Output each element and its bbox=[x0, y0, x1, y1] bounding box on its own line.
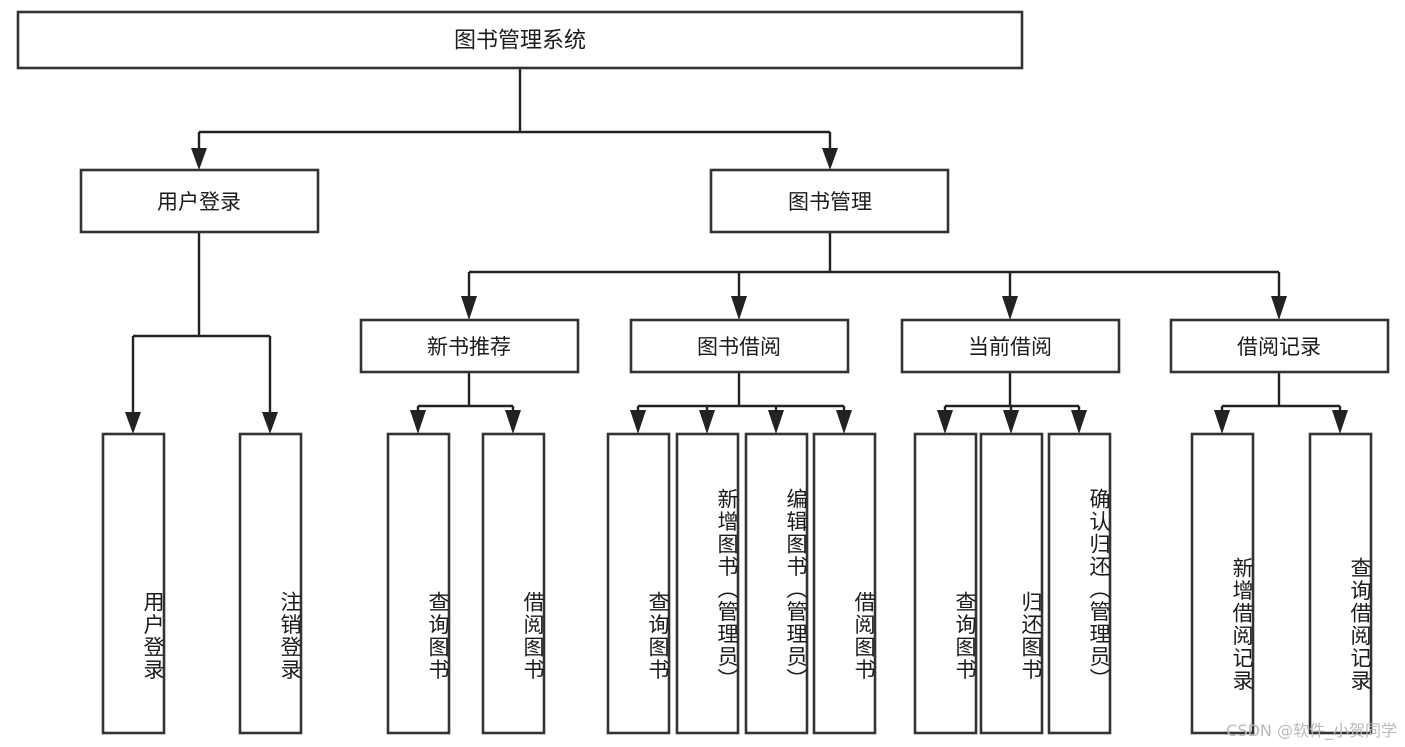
arrowhead-leaf-query-book-1 bbox=[410, 410, 426, 434]
leaf-label-borrow-book-1: 借阅图书 bbox=[521, 590, 545, 681]
leaf-box-query-book-3[interactable] bbox=[913, 432, 978, 735]
node-book-borrow[interactable]: 图书借阅 bbox=[629, 318, 850, 374]
arrowhead-leaf-query-book-2 bbox=[630, 410, 646, 434]
leaf-label-logout-login: 注销登录 bbox=[278, 590, 302, 681]
arrowhead-user-login bbox=[191, 148, 207, 170]
arrowhead-leaf-borrow-book-1 bbox=[505, 410, 521, 434]
node-new-book-recommend-label: 新书推荐 bbox=[427, 335, 511, 359]
leaf-box-borrow-book-2[interactable] bbox=[812, 432, 877, 735]
arrowhead-current-borrow bbox=[1002, 296, 1018, 320]
connector-group-new-book-recommend bbox=[410, 372, 521, 434]
arrowhead-book-borrow bbox=[731, 296, 747, 320]
watermark: CSDN @软件_小贺同学 bbox=[1226, 721, 1397, 740]
arrowhead-leaf-confirm-return bbox=[1071, 410, 1087, 434]
leaf-label-add-record: 新增借阅记录 bbox=[1230, 557, 1254, 692]
leaf-box-query-record[interactable] bbox=[1308, 432, 1373, 735]
connector-group-book-borrow bbox=[630, 372, 852, 434]
leaf-box-edit-book[interactable] bbox=[744, 432, 809, 735]
node-root-box[interactable] bbox=[16, 10, 1024, 70]
leaf-box-borrow-book-1[interactable] bbox=[481, 432, 546, 735]
leaf-label-query-book-2: 查询图书 bbox=[646, 590, 670, 681]
connector-group-book-management bbox=[461, 232, 1287, 320]
leaf-label-query-record: 查询借阅记录 bbox=[1348, 557, 1372, 692]
node-book-borrow-box[interactable] bbox=[629, 318, 850, 374]
node-new-book-recommend[interactable]: 新书推荐 bbox=[359, 318, 580, 374]
arrowhead-leaf-query-record bbox=[1332, 410, 1348, 434]
node-new-book-recommend-box[interactable] bbox=[359, 318, 580, 374]
leaf-box-query-book-2[interactable] bbox=[606, 432, 671, 735]
connector-group-current-borrow bbox=[937, 372, 1087, 434]
node-user-login-label: 用户登录 bbox=[157, 190, 241, 214]
node-borrow-record-box[interactable] bbox=[1169, 318, 1390, 374]
arrowhead-leaf-edit-book bbox=[768, 410, 784, 434]
arrowhead-leaf-user-login bbox=[125, 412, 141, 434]
arrowhead-leaf-borrow-book-2 bbox=[836, 410, 852, 434]
node-user-login[interactable]: 用户登录 bbox=[79, 168, 320, 234]
leaf-box-confirm-return[interactable] bbox=[1047, 432, 1112, 735]
node-current-borrow[interactable]: 当前借阅 bbox=[900, 318, 1121, 374]
leaf-box-add-record[interactable] bbox=[1190, 432, 1255, 735]
arrowhead-leaf-return-book bbox=[1003, 410, 1019, 434]
node-book-management-label: 图书管理 bbox=[788, 190, 872, 214]
arrowhead-leaf-query-book-3 bbox=[937, 410, 953, 434]
node-current-borrow-label: 当前借阅 bbox=[968, 335, 1052, 359]
node-book-borrow-label: 图书借阅 bbox=[697, 335, 781, 359]
node-borrow-record[interactable]: 借阅记录 bbox=[1169, 318, 1390, 374]
node-user-login-box[interactable] bbox=[79, 168, 320, 234]
node-root[interactable]: 图书管理系统 bbox=[16, 10, 1024, 70]
node-root-label: 图书管理系统 bbox=[454, 29, 586, 54]
arrowhead-leaf-add-record bbox=[1214, 410, 1230, 434]
arrowhead-book-management bbox=[822, 148, 838, 170]
arrowhead-new-book-recommend bbox=[461, 296, 477, 320]
leaf-label-confirm-return: 确认归还（管理员） bbox=[1087, 488, 1111, 691]
connector-group-root bbox=[191, 68, 838, 170]
leaf-label-return-book: 归还图书 bbox=[1019, 590, 1043, 681]
leaf-label-borrow-book-2: 借阅图书 bbox=[852, 590, 876, 681]
arrowhead-leaf-add-book bbox=[699, 410, 715, 434]
leaf-label-query-book-1: 查询图书 bbox=[426, 590, 450, 681]
connector-group-user-login bbox=[125, 232, 278, 434]
node-current-borrow-box[interactable] bbox=[900, 318, 1121, 374]
leaf-box-add-book[interactable] bbox=[675, 432, 740, 735]
leaf-box-user-login[interactable] bbox=[101, 432, 166, 735]
node-book-management-box[interactable] bbox=[709, 168, 950, 234]
node-book-management[interactable]: 图书管理 bbox=[709, 168, 950, 234]
arrowhead-borrow-record bbox=[1271, 296, 1287, 320]
leaf-label-edit-book: 编辑图书（管理员） bbox=[784, 488, 808, 691]
leaf-box-logout-login[interactable] bbox=[238, 432, 303, 735]
leaf-label-user-login: 用户登录 bbox=[141, 590, 165, 681]
node-borrow-record-label: 借阅记录 bbox=[1237, 335, 1321, 359]
leaf-label-query-book-3: 查询图书 bbox=[953, 590, 977, 681]
leaf-label-add-book: 新增图书（管理员） bbox=[715, 488, 739, 691]
leaf-box-query-book-1[interactable] bbox=[386, 432, 451, 735]
connector-group-borrow-record bbox=[1214, 372, 1348, 434]
leaf-box-return-book[interactable] bbox=[979, 432, 1044, 735]
arrowhead-leaf-logout-login bbox=[262, 412, 278, 434]
